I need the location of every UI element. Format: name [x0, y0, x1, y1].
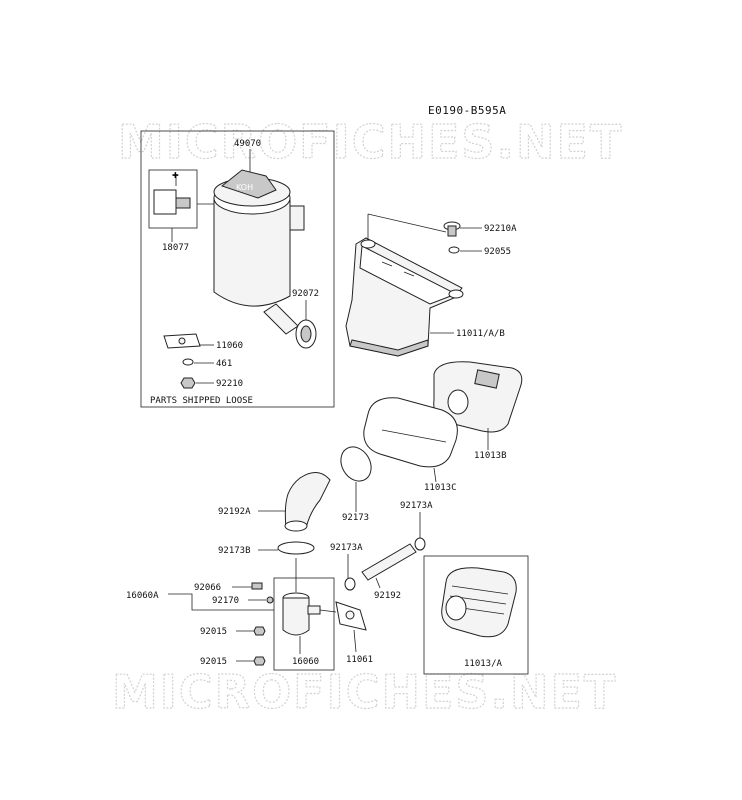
- seal-washer-icon: [448, 246, 460, 254]
- precleaner-11013C: [363, 397, 458, 468]
- elbow-hose-92192A: [284, 472, 331, 532]
- watermark-bottom: MICROFICHES.NET: [112, 665, 617, 719]
- adapter-16060: [282, 592, 321, 636]
- washer-icon: [182, 358, 194, 366]
- label-92015-b: 92015: [200, 657, 227, 667]
- air-filter-element-b: [433, 361, 523, 433]
- hose-clamp-icon: [295, 319, 317, 349]
- shipped-loose-box: [140, 130, 335, 408]
- label-92055: 92055: [484, 247, 511, 257]
- label-92072: 92072: [292, 289, 319, 299]
- label-92066: 92066: [194, 583, 221, 593]
- label-11011: 11011/A/B: [456, 329, 505, 339]
- shipped-loose-note: PARTS SHIPPED LOOSE: [150, 396, 253, 406]
- label-92173A-mid: 92173A: [330, 543, 363, 553]
- label-16060: 16060: [292, 657, 319, 667]
- label-11060: 11060: [216, 341, 243, 351]
- air-cleaner-housing: [345, 237, 464, 357]
- filter-inset-box: [423, 555, 529, 675]
- label-18077: 18077: [162, 243, 189, 253]
- label-49070: 49070: [234, 139, 261, 149]
- label-461: 461: [216, 359, 232, 369]
- gasket-icon: [163, 333, 201, 349]
- gasket-icon: [335, 601, 367, 631]
- label-16060A: 16060A: [126, 591, 159, 601]
- breather-hose-92192: [344, 537, 426, 591]
- label-11013B: 11013B: [474, 451, 507, 461]
- heat-shield-inset: ✚: [148, 169, 214, 229]
- label-11013A: 11013/A: [464, 659, 503, 669]
- clamp-92173: [340, 446, 372, 482]
- nut-icon: [253, 626, 266, 636]
- label-92173: 92173: [342, 513, 369, 523]
- nut-icon: [180, 377, 196, 389]
- label-11061: 11061: [346, 655, 373, 665]
- kohler-logo-icon: KOH: [236, 183, 253, 192]
- diagram-code: E0190-B595A: [428, 104, 506, 117]
- label-92015-a: 92015: [200, 627, 227, 637]
- bolt-icon: ✚: [172, 171, 179, 180]
- breather-fitting-icon: [251, 582, 263, 590]
- label-92210: 92210: [216, 379, 243, 389]
- watermark-top: MICROFICHES.NET: [118, 115, 623, 169]
- label-92170: 92170: [212, 596, 239, 606]
- label-92192A: 92192A: [218, 507, 251, 517]
- nut-icon: [253, 656, 266, 666]
- label-92210A: 92210A: [484, 224, 517, 234]
- label-92173A-top: 92173A: [400, 501, 433, 511]
- label-11013C: 11013C: [424, 483, 457, 493]
- label-92173B: 92173B: [218, 546, 251, 556]
- label-92192: 92192: [374, 591, 401, 601]
- air-filter-element-a: [441, 567, 517, 638]
- knob-screw: [443, 221, 461, 237]
- adapter-assembly-box: [273, 577, 335, 671]
- clamp-92173B: [277, 541, 315, 555]
- muffler-canister: KOH: [213, 169, 305, 335]
